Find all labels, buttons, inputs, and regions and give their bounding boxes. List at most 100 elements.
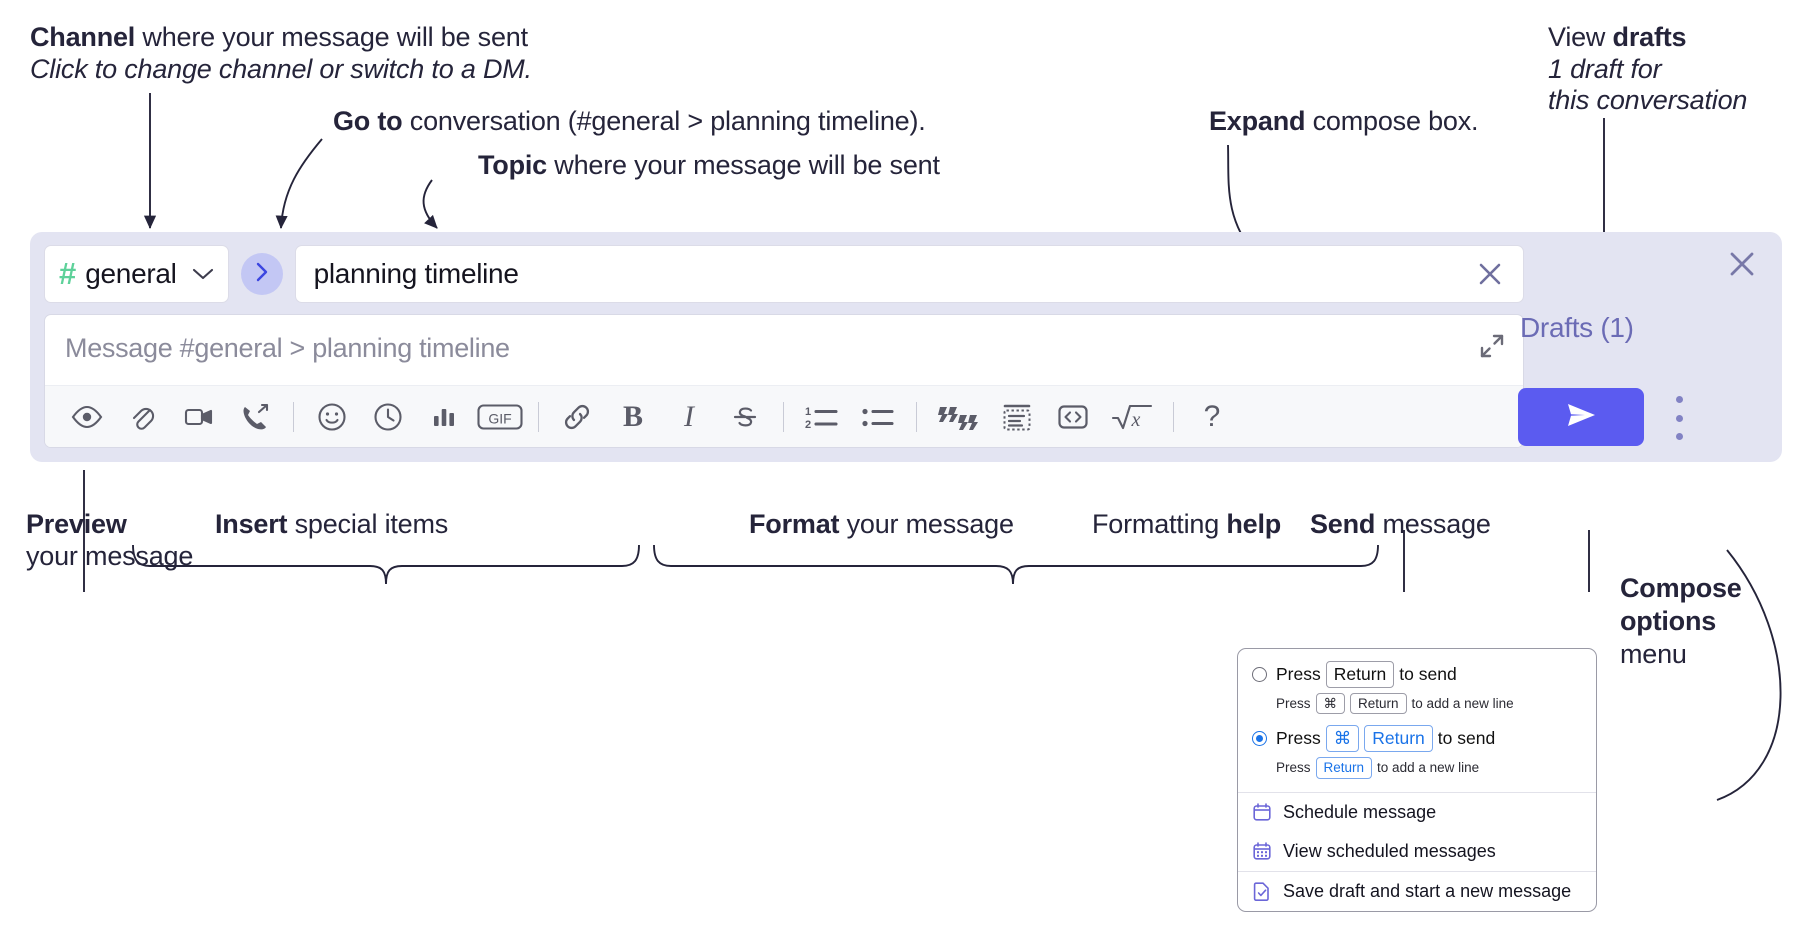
topic-value: planning timeline (313, 258, 519, 289)
save-draft-icon (1252, 881, 1272, 902)
annotation-goto-bold: Go to (333, 106, 403, 136)
annotation-help-pre: Formatting (1092, 509, 1227, 539)
annotation-preview-sub: your message (26, 540, 194, 571)
kebab-dot-2 (1675, 414, 1683, 422)
opt2-pre: Press (1276, 728, 1321, 749)
annotation-help-bold: help (1226, 509, 1282, 539)
opt1-sub-key-return: Return (1350, 692, 1407, 715)
annotation-drafts-bold: drafts (1612, 22, 1687, 52)
svg-text:2: 2 (805, 419, 811, 431)
radio-cmd-return[interactable] (1252, 731, 1267, 747)
annotation-drafts-sub2: this conversation (1548, 85, 1748, 116)
latex-icon[interactable]: x (1101, 393, 1163, 441)
clock-icon[interactable] (360, 393, 416, 441)
blockquote-icon[interactable] (927, 393, 989, 441)
menu-item-schedule-message[interactable]: Schedule message (1238, 793, 1596, 832)
opt2-sub-key-return: Return (1315, 757, 1373, 779)
popup-divider-2 (1238, 870, 1596, 872)
expand-compose-button[interactable] (1475, 329, 1509, 363)
annotation-compose-options-bold1: Compose (1620, 573, 1742, 603)
send-button[interactable] (1518, 388, 1644, 446)
annotation-goto: Go to conversation (#general > planning … (333, 106, 926, 138)
kebab-dot-3 (1675, 433, 1683, 440)
drafts-link[interactable]: Drafts (1) (1520, 312, 1634, 343)
send-option-cmd-return-label: Press ⌘ Return to send (1276, 725, 1496, 753)
annotation-topic-rest: where your message will be sent (547, 150, 940, 180)
annotation-format: Format your message (749, 509, 1014, 541)
annotation-expand: Expand compose box. (1209, 106, 1479, 138)
gif-icon[interactable]: GIF (472, 393, 528, 441)
menu-item-save-draft-label: Save draft and start a new message (1283, 880, 1572, 901)
message-input-box[interactable]: Message #general > planning timeline (44, 314, 1524, 448)
annotation-send-bold: Send (1310, 509, 1376, 539)
annotation-channel-sub: Click to change channel or switch to a D… (30, 53, 532, 84)
annotation-channel: Channel where your message will be sent … (30, 22, 532, 85)
annotation-goto-rest: conversation (#general > planning timeli… (402, 106, 926, 136)
formatting-toolbar: GIF B I (45, 385, 1523, 447)
annotation-compose-options: Compose options menu (1620, 572, 1742, 671)
compose-right-panel: Drafts (1) (1514, 232, 1782, 462)
radio-return[interactable] (1252, 666, 1267, 682)
opt2-sub-post: to add a new line (1377, 760, 1480, 776)
help-icon[interactable]: ? (1203, 399, 1221, 433)
annotation-insert-rest: special items (287, 509, 449, 539)
annotation-channel-rest: where your message will be sent (135, 22, 528, 52)
opt2-key-cmd: ⌘ (1325, 725, 1360, 753)
italic-icon[interactable]: I (684, 399, 694, 433)
poll-icon[interactable] (416, 393, 472, 441)
opt1-sub-post: to add a new line (1411, 696, 1514, 712)
compose-options-button[interactable] (1666, 396, 1692, 440)
code-block-icon[interactable] (989, 393, 1045, 441)
annotation-help: Formatting help (1092, 509, 1281, 541)
annotation-format-rest: your message (839, 509, 1014, 539)
opt1-sub-pre: Press (1276, 696, 1311, 712)
link-icon[interactable] (549, 393, 605, 441)
topic-clear-button[interactable] (1471, 255, 1509, 293)
compose-box: # general planni (30, 232, 1782, 462)
goto-conversation-button[interactable] (240, 253, 283, 295)
send-option-cmd-return-hint: Press Return to add a new line (1238, 754, 1596, 782)
send-shortcut-options: Press Return to send Press ⌘ Return to a… (1238, 649, 1596, 792)
annotation-drafts-sub1: 1 draft for (1548, 53, 1662, 84)
opt2-sub-pre: Press (1276, 760, 1311, 776)
topic-input-field[interactable]: planning timeline (294, 245, 1524, 303)
bold-icon[interactable]: B (622, 399, 643, 433)
menu-item-view-scheduled-label: View scheduled messages (1283, 840, 1496, 861)
opt2-post: to send (1437, 728, 1496, 749)
audio-call-icon[interactable] (227, 393, 283, 441)
annotation-expand-bold: Expand (1209, 106, 1306, 136)
strikethrough-icon[interactable] (717, 393, 773, 441)
send-option-cmd-return[interactable]: Press ⌘ Return to send (1238, 723, 1596, 754)
video-icon[interactable] (171, 393, 227, 441)
bulleted-list-icon[interactable] (850, 393, 906, 441)
compose-header-row: # general planni (44, 244, 1524, 304)
channel-selector[interactable]: # general (44, 245, 229, 303)
menu-item-view-scheduled[interactable]: View scheduled messages (1238, 832, 1596, 871)
toolbar-separator-4 (916, 401, 917, 432)
send-option-return[interactable]: Press Return to send (1238, 659, 1596, 690)
ordered-list-icon[interactable]: 1 2 (794, 393, 850, 441)
close-icon[interactable] (1724, 246, 1760, 282)
inline-code-icon[interactable] (1045, 393, 1101, 441)
opt1-key-return: Return (1325, 661, 1395, 688)
toolbar-separator-3 (783, 401, 784, 432)
annotation-channel-bold: Channel (30, 22, 136, 52)
annotation-compose-options-rest: menu (1620, 638, 1687, 669)
chevron-down-icon (192, 267, 214, 281)
svg-text:x: x (1131, 409, 1141, 431)
annotation-send-rest: message (1375, 509, 1491, 539)
opt1-pre: Press (1276, 663, 1321, 684)
opt2-key-return: Return (1364, 725, 1433, 753)
send-option-return-label: Press Return to send (1276, 661, 1457, 688)
chevron-right-icon (255, 262, 269, 287)
menu-item-schedule-message-label: Schedule message (1283, 801, 1437, 822)
opt1-post: to send (1399, 663, 1457, 684)
hash-icon: # (59, 255, 77, 291)
menu-item-save-draft[interactable]: Save draft and start a new message (1238, 872, 1596, 911)
preview-icon[interactable] (59, 393, 115, 441)
emoji-icon[interactable] (304, 393, 360, 441)
svg-text:1: 1 (805, 406, 811, 418)
channel-name-label: general (85, 258, 177, 289)
toolbar-separator-5 (1173, 401, 1174, 432)
attachment-icon[interactable] (115, 393, 171, 441)
